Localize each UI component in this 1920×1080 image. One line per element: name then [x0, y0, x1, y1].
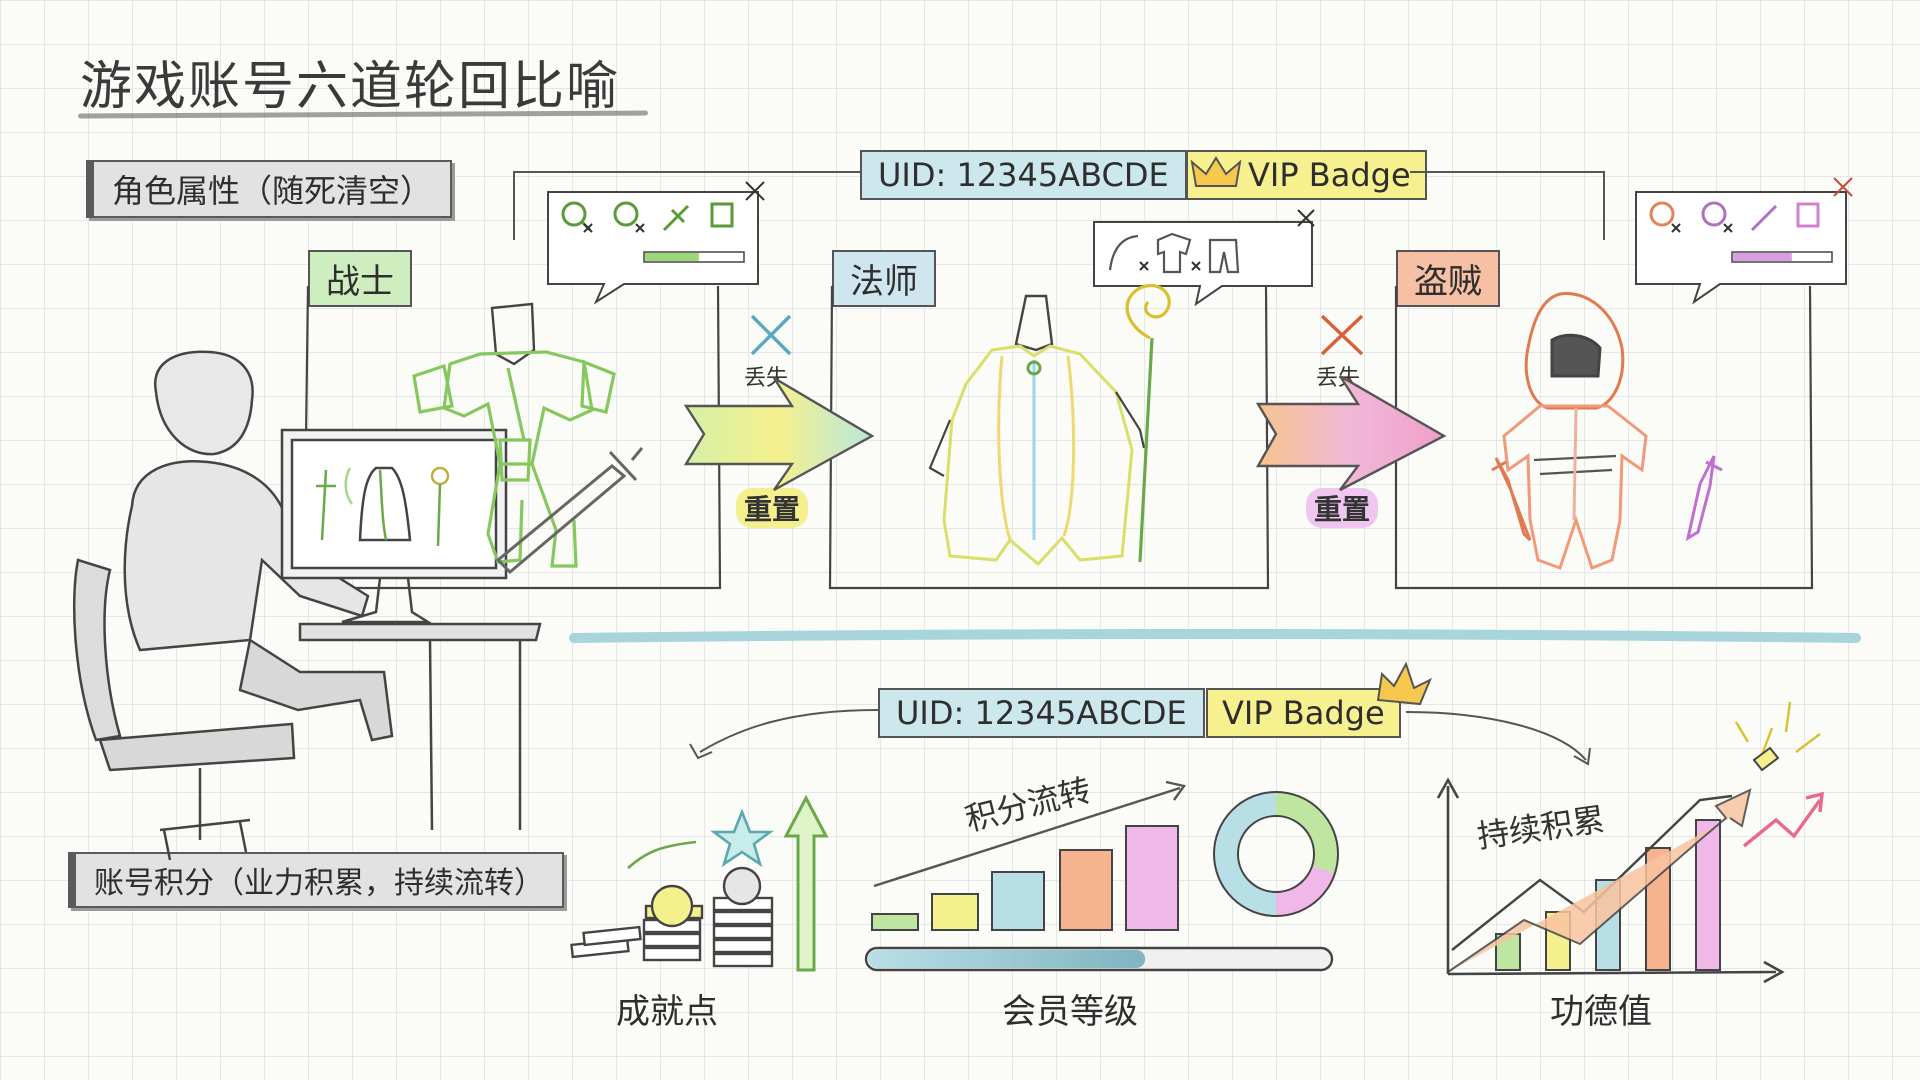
warrior-bubble-x-icons: [583, 181, 765, 233]
sparkle-burst-icon: [1734, 701, 1821, 761]
lost-x-icon: [1320, 314, 1364, 356]
uid-label-bottom: UID: 12345ABCDE: [878, 688, 1205, 738]
rogue-lost-bubble: [1635, 191, 1847, 305]
crown-icon: [1190, 156, 1242, 187]
level-bar-3: [991, 871, 1045, 931]
merit-bar-5: [1695, 819, 1721, 971]
merit-value-label: 功德值: [1550, 992, 1652, 1032]
level-bar-4: [1059, 849, 1113, 931]
vip-badge-top: VIP Badge: [1186, 150, 1427, 200]
warrior-icon: [412, 302, 616, 568]
mage-staff: [1125, 284, 1171, 563]
rogue-bubble-x-icons: [1671, 177, 1853, 233]
identity-connector-lines: [513, 171, 1605, 240]
rogue-ex-bar-track: [1731, 251, 1833, 263]
rogue-frame: [1394, 285, 1814, 590]
flow-arrow-line: [873, 786, 1181, 888]
warrior-ex-bar-fill: [645, 253, 699, 261]
trend-arrow-icon: [1447, 788, 1752, 973]
mage-frame: [828, 285, 1270, 590]
section-divider: [569, 629, 1861, 643]
sparkle-curve: [627, 840, 697, 869]
warrior-ex-bar-track: [643, 251, 745, 263]
rogue-bubble-icons: [1649, 201, 1820, 232]
character-label-rogue: 盗贼: [1396, 250, 1500, 307]
reset-arrow-1: [683, 376, 875, 492]
page-title: 游戏账号六道轮回比喻: [80, 57, 621, 117]
transition1-reset-text: 重置: [736, 488, 809, 528]
small-pink-arrow: [1742, 799, 1822, 848]
character-label-warrior: 战士: [308, 250, 412, 307]
level-bar-2: [931, 893, 979, 931]
rogue-daggers: [1491, 455, 1723, 542]
bottom-connector-lines: [689, 709, 1591, 766]
star-icon: [710, 808, 774, 868]
monitor-character-icons: [316, 466, 450, 547]
level-bar-1: [871, 913, 919, 931]
uid-label-top: UID: 12345ABCDE: [860, 150, 1187, 200]
reset-arrow-2: [1255, 374, 1447, 492]
rogue-icon: [1502, 292, 1648, 570]
membership-level-label: 会员等级: [1002, 992, 1138, 1032]
transition2-reset-text: 重置: [1306, 488, 1379, 528]
mage-icon: [928, 294, 1146, 567]
section-tag-character-attributes: 角色属性（随死清空）: [86, 160, 453, 218]
warrior-sword: [495, 447, 644, 575]
merit-axes: [1436, 777, 1785, 984]
level-bar-chart: [871, 825, 1179, 931]
person-at-computer-icon: [72, 350, 542, 861]
level-progress-fill: [868, 950, 1146, 968]
mage-lost-bubble: [1093, 221, 1313, 307]
level-bar-5: [1125, 825, 1179, 931]
achievement-points-label: 成就点: [616, 992, 718, 1032]
rising-arrow-icon: [783, 794, 829, 972]
coin-stack-icon: [570, 866, 774, 968]
mage-bubble-x-icons: [1139, 209, 1315, 271]
section-tag-account-points: 账号积分（业力积累，持续流转）: [68, 852, 564, 908]
rogue-ex-bar-fill: [1733, 253, 1792, 261]
donut-chart-icon: [1214, 792, 1338, 916]
flow-arrow-head: [1165, 780, 1187, 801]
character-label-mage: 法师: [832, 250, 936, 307]
lost-x-icon: [750, 314, 792, 356]
warrior-lost-bubble: [547, 191, 759, 305]
vip-badge-bottom: VIP Badge: [1206, 688, 1401, 738]
crown-icon: [1376, 661, 1432, 706]
mage-bubble-icons: [1108, 232, 1240, 274]
